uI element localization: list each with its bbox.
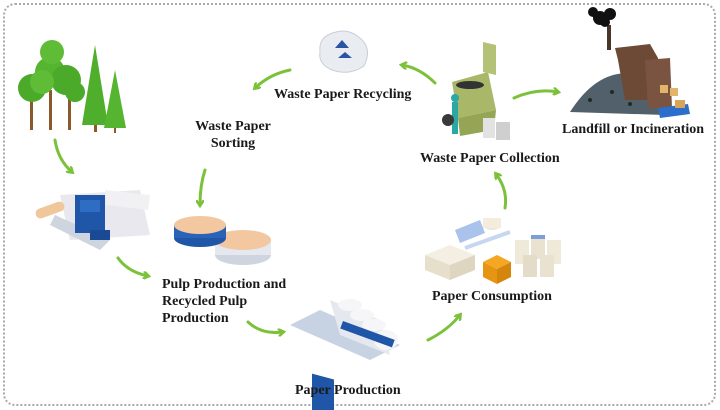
landfill-factory-icon [570,7,690,118]
arrow-sorting-to-tanks [200,168,207,205]
label-waste-paper-collection: Waste Paper Collection [420,151,560,166]
label-paper-production: Paper Production [295,383,401,398]
label-line: Production [162,311,229,326]
arrow-recycling-to-sorting [255,68,292,88]
arrow-collection-to-landfill [512,91,558,100]
label-waste-paper-recycling: Waste Paper Recycling [274,87,412,102]
waste-bin-icon [442,42,510,140]
label-pulp-production: Pulp Production and Recycled Pulp Produc… [162,276,286,327]
arrow-collection-to-recycling [402,65,437,85]
label-landfill-or-incineration: Landfill or Incineration [562,122,705,137]
arrow-forest-to-pulping [53,138,72,172]
pulping-machine-icon [35,190,150,250]
diagram-frame [3,3,716,406]
label-paper-consumption: Paper Consumption [432,289,552,304]
arrow-pulp-to-paper-production [246,320,283,333]
pulp-tank-icon [174,216,271,265]
label-waste-paper-sorting: Waste Paper Sorting [188,118,278,152]
paper-machine-icon [290,299,400,410]
arrow-consumption-to-collection [496,174,508,210]
label-line: Waste Paper [195,119,271,134]
label-line: Recycled Pulp [162,294,248,309]
tree-icon [18,40,126,133]
label-line: Pulp Production and [162,277,287,292]
recycle-paper-icon [319,30,368,73]
label-line: Sorting [210,136,256,151]
arrow-production-to-consumption [426,315,460,342]
paper-products-icon [425,218,561,284]
arrow-pulping-to-label [116,256,148,276]
